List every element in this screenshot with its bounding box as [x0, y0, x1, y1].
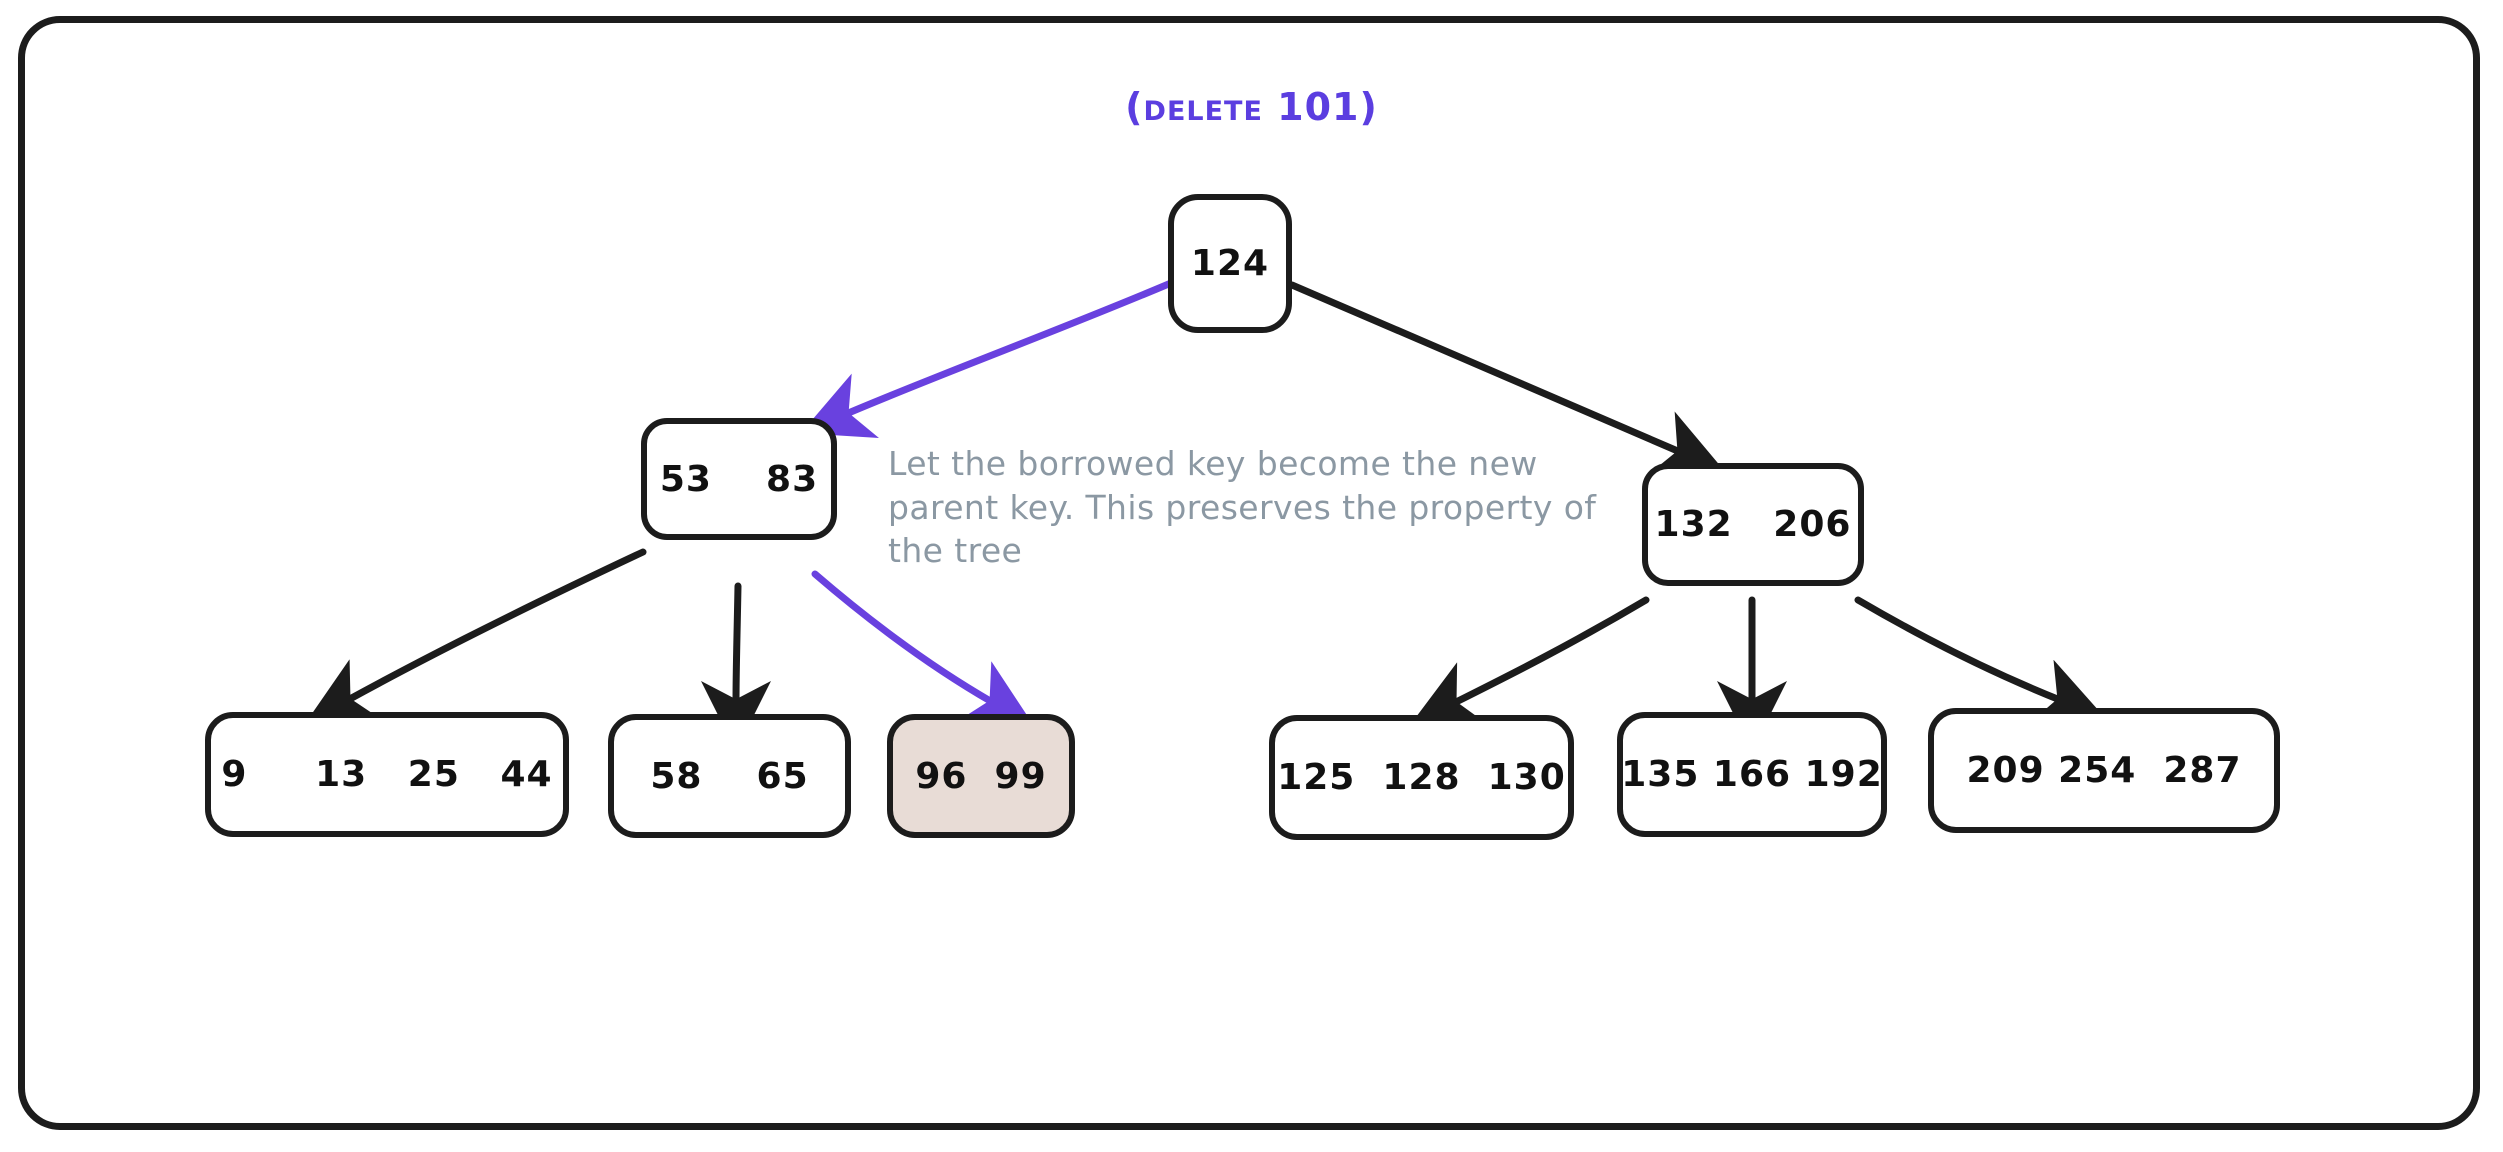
tree-node-internal-right[interactable]: 132 206 [1642, 463, 1864, 586]
diagram-title: (Delete 101) [0, 85, 2503, 129]
tree-leaf-node-highlighted[interactable]: 96 99 [887, 714, 1075, 838]
diagram-frame [18, 16, 2480, 1130]
node-keys: 125 128 130 [1277, 757, 1566, 798]
node-keys: 124 [1190, 243, 1270, 284]
node-keys: 96 99 [915, 755, 1047, 797]
diagram-title-text: (Delete 101) [1125, 85, 1378, 129]
node-keys: 58 65 [650, 755, 809, 797]
node-keys: 9 13 25 44 [221, 754, 553, 795]
tree-leaf-node[interactable]: 58 65 [608, 714, 851, 838]
node-keys: 132 206 [1654, 504, 1852, 545]
annotation-note: Let the borrowed key become the new pare… [888, 444, 1597, 571]
node-keys: 135 166 192 [1621, 754, 1883, 795]
tree-leaf-node[interactable]: 9 13 25 44 [205, 712, 569, 837]
node-keys: 53 83 [659, 458, 819, 500]
node-keys: 209 254 287 [1966, 750, 2242, 791]
tree-node-root[interactable]: 124 [1168, 194, 1292, 333]
tree-leaf-node[interactable]: 125 128 130 [1269, 715, 1574, 840]
tree-node-internal-left[interactable]: 53 83 [641, 418, 837, 540]
tree-leaf-node[interactable]: 135 166 192 [1617, 712, 1887, 837]
tree-leaf-node[interactable]: 209 254 287 [1928, 708, 2280, 833]
